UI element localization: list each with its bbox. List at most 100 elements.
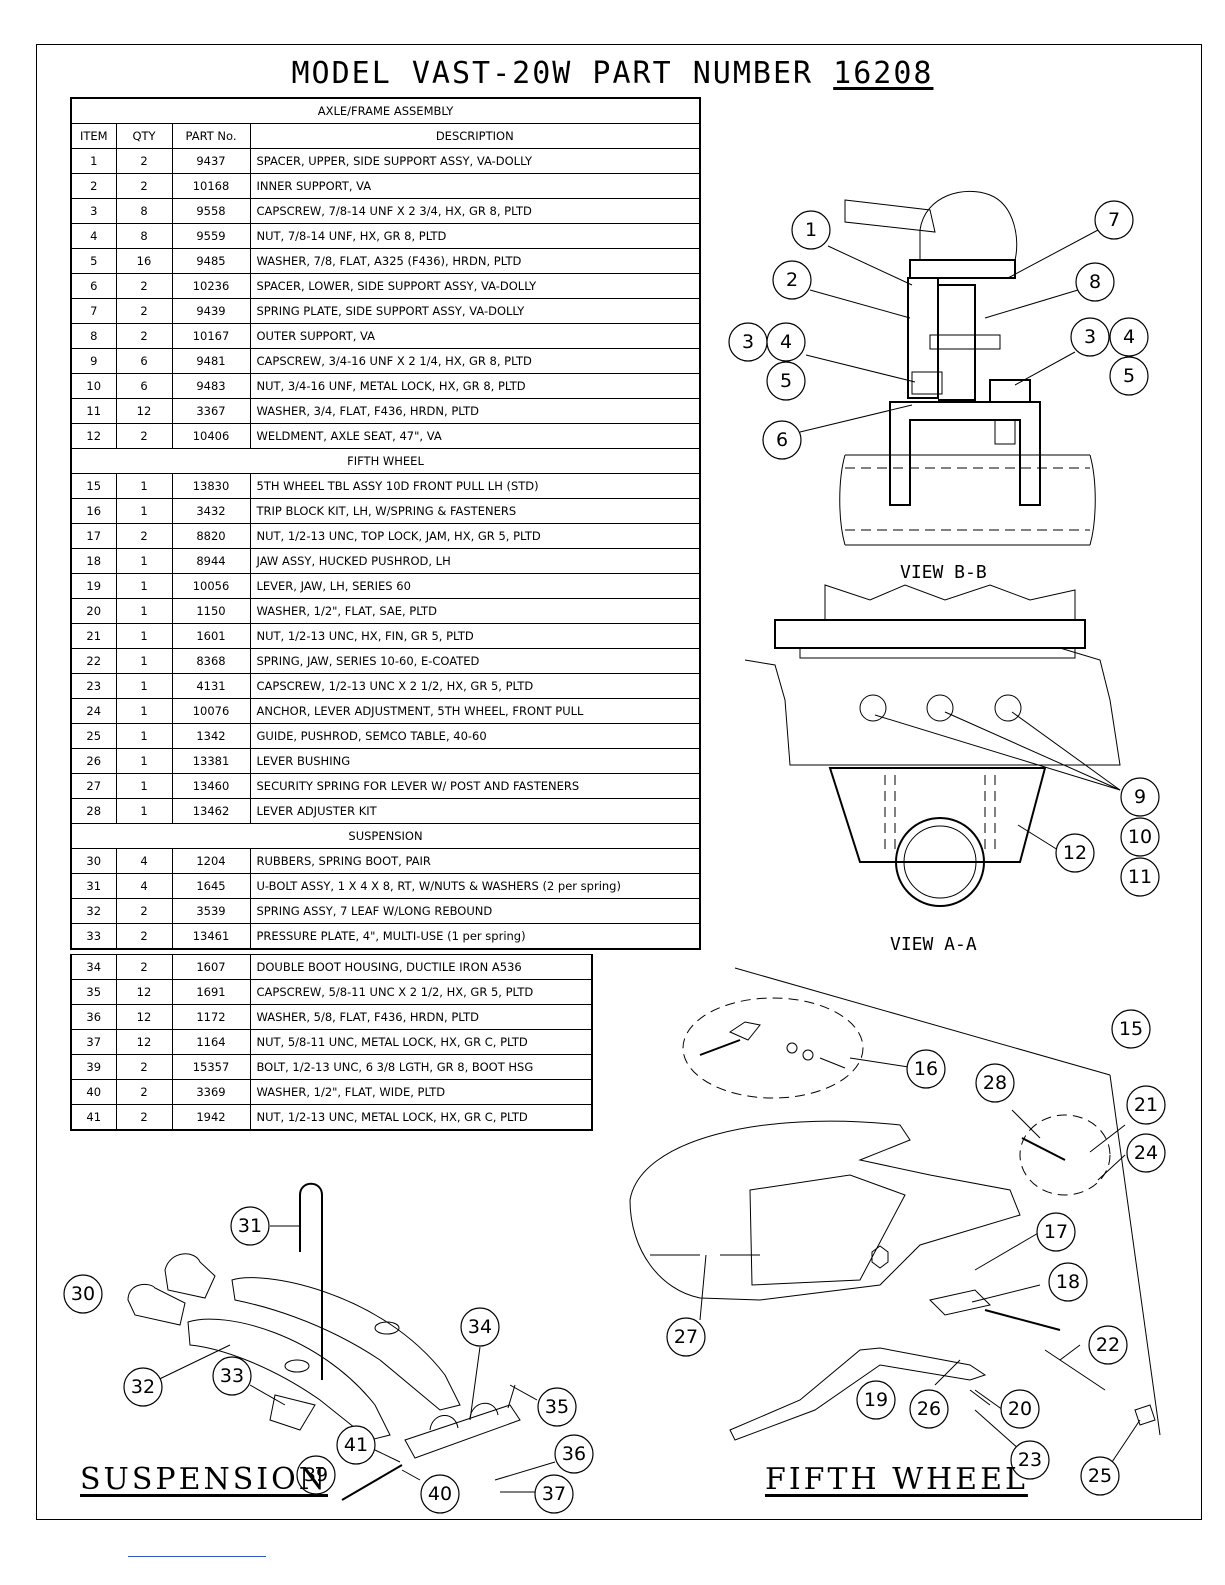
balloon-10: 10 [1120, 817, 1160, 857]
part-number-cell: 1172 [171, 1004, 251, 1030]
svg-text:7: 7 [1108, 209, 1120, 231]
balloon-15: 15 [1111, 1009, 1151, 1049]
balloon-16: 16 [906, 1049, 946, 1089]
item-cell: 17 [70, 523, 117, 549]
item-cell: 15 [70, 473, 117, 499]
qty-cell: 1 [115, 623, 173, 649]
balloon-5b: 5 [1109, 356, 1149, 396]
svg-text:28: 28 [983, 1072, 1007, 1094]
description-cell: NUT, 1/2-13 UNC, TOP LOCK, JAM, HX, GR 5… [249, 523, 701, 549]
description-cell: SPACER, LOWER, SIDE SUPPORT ASSY, VA-DOL… [249, 273, 701, 299]
view-bb-label: VIEW B-B [900, 562, 987, 583]
balloon-28: 28 [975, 1063, 1015, 1103]
footer-link-underline[interactable] [128, 1556, 266, 1557]
qty-cell: 1 [115, 598, 173, 624]
svg-text:21: 21 [1134, 1094, 1158, 1116]
balloon-22: 22 [1088, 1325, 1128, 1365]
balloon-26: 26 [909, 1389, 949, 1429]
description-cell: PRESSURE PLATE, 4", MULTI-USE (1 per spr… [249, 923, 701, 950]
part-number-cell: 3432 [171, 498, 251, 524]
item-cell: 11 [70, 398, 117, 424]
description-cell: SPACER, UPPER, SIDE SUPPORT ASSY, VA-DOL… [249, 148, 701, 174]
svg-text:33: 33 [220, 1365, 244, 1387]
svg-text:5: 5 [780, 370, 792, 392]
description-cell: NUT, 7/8-14 UNF, HX, GR 8, PLTD [249, 223, 701, 249]
header-part: PART No. [171, 123, 251, 149]
balloon-27: 27 [666, 1317, 706, 1357]
qty-cell: 2 [115, 148, 173, 174]
svg-text:18: 18 [1056, 1271, 1080, 1293]
balloon-31: 31 [230, 1206, 270, 1246]
item-cell: 30 [70, 848, 117, 874]
balloon-2: 2 [772, 260, 812, 300]
balloon-40: 40 [420, 1474, 460, 1514]
view-aa-label: VIEW A-A [890, 934, 977, 955]
balloon-37: 37 [534, 1474, 574, 1514]
balloon-1: 1 [791, 210, 831, 250]
description-cell: DOUBLE BOOT HOUSING, DUCTILE IRON A536 [249, 954, 593, 980]
balloon-34: 34 [460, 1307, 500, 1347]
title-prefix: MODEL VAST-20W PART NUMBER [291, 56, 834, 91]
balloon-35: 35 [537, 1387, 577, 1427]
qty-cell: 2 [115, 1054, 173, 1080]
part-number-cell: 1204 [171, 848, 251, 874]
suspension-drawing [127, 1182, 556, 1501]
item-cell: 36 [70, 1004, 117, 1030]
balloon-4: 4 [766, 322, 806, 362]
description-cell: BOLT, 1/2-13 UNC, 6 3/8 LGTH, GR 8, BOOT… [249, 1054, 593, 1080]
part-number-cell: 10236 [171, 273, 251, 299]
qty-cell: 2 [115, 1079, 173, 1105]
description-cell: WASHER, 5/8, FLAT, F436, HRDN, PLTD [249, 1004, 593, 1030]
svg-text:19: 19 [864, 1389, 888, 1411]
balloon-41: 41 [336, 1425, 376, 1465]
view-bb-drawing [799, 190, 1099, 546]
svg-text:5: 5 [1123, 365, 1135, 387]
description-cell: LEVER, JAW, LH, SERIES 60 [249, 573, 701, 599]
balloon-24: 24 [1126, 1133, 1166, 1173]
balloon-39: 39 [296, 1455, 336, 1495]
item-cell: 34 [70, 954, 117, 980]
description-cell: CAPSCREW, 3/4-16 UNF X 2 1/4, HX, GR 8, … [249, 348, 701, 374]
description-cell: NUT, 3/4-16 UNF, METAL LOCK, HX, GR 8, P… [249, 373, 701, 399]
balloon-9: 9 [1120, 777, 1160, 817]
item-cell: 41 [70, 1104, 117, 1131]
section-header-row: AXLE/FRAME ASSEMBLY [70, 97, 701, 124]
balloon-21: 21 [1126, 1085, 1166, 1125]
description-cell: WASHER, 7/8, FLAT, A325 (F436), HRDN, PL… [249, 248, 701, 274]
qty-cell: 1 [115, 473, 173, 499]
part-number-cell: 10056 [171, 573, 251, 599]
qty-cell: 1 [115, 698, 173, 724]
svg-text:1: 1 [805, 219, 817, 241]
qty-cell: 2 [115, 1104, 173, 1131]
description-cell: 5TH WHEEL TBL ASSY 10D FRONT PULL LH (ST… [249, 473, 701, 499]
svg-text:37: 37 [542, 1483, 566, 1505]
section-title: FIFTH WHEEL [70, 448, 701, 474]
balloon-25: 25 [1080, 1456, 1120, 1496]
description-cell: U-BOLT ASSY, 1 X 4 X 8, RT, W/NUTS & WAS… [249, 873, 701, 899]
balloon-32: 32 [123, 1367, 163, 1407]
balloon-5: 5 [766, 361, 806, 401]
page-title: MODEL VAST-20W PART NUMBER 16208 [0, 56, 1225, 92]
balloon-20: 20 [1000, 1389, 1040, 1429]
description-cell: TRIP BLOCK KIT, LH, W/SPRING & FASTENERS [249, 498, 701, 524]
item-cell: 20 [70, 598, 117, 624]
svg-text:27: 27 [674, 1326, 698, 1348]
header-item: ITEM [70, 123, 117, 149]
qty-cell: 1 [115, 798, 173, 824]
qty-cell: 2 [115, 898, 173, 924]
